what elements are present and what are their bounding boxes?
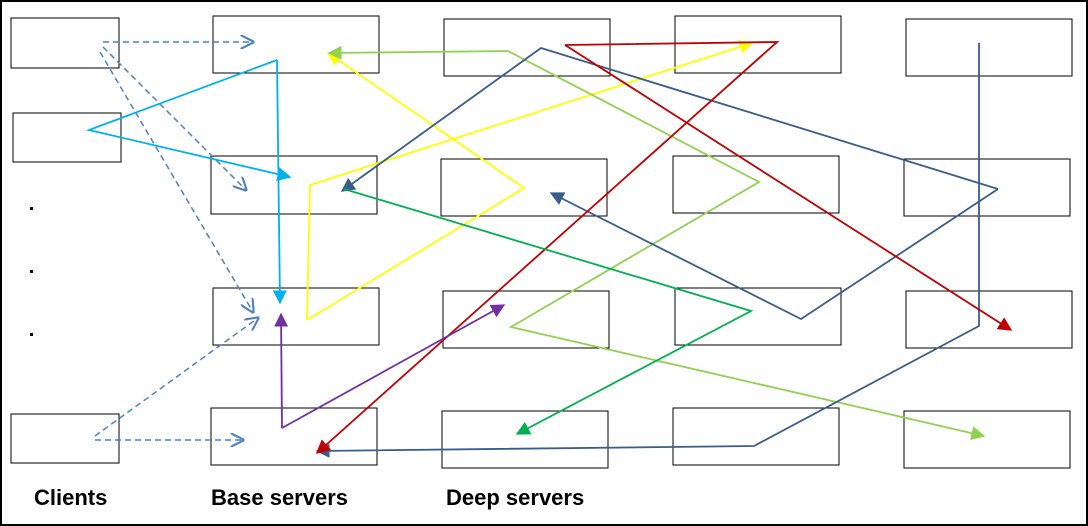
red-route-arrow: [315, 41, 780, 454]
deep-server-box-2-4: [672, 407, 840, 466]
cyan-branch-arrow: [272, 59, 287, 305]
client-3-to-base-3-arrow: [94, 318, 258, 437]
red-branch-arrow: [564, 44, 1013, 331]
clients-label: Clients: [34, 485, 108, 510]
base-servers-label: Base servers: [211, 485, 349, 510]
light-green-top-arrow: [327, 45, 509, 60]
green-route-arrow: [343, 188, 754, 435]
deep-server-box-1-4: [441, 410, 609, 469]
yellow-loop-arrow: [306, 52, 526, 321]
cyan-route-arrow: [85, 59, 292, 181]
purple-up-arrow: [274, 312, 289, 429]
client-1-to-base-2-arrow: [102, 46, 246, 190]
base-server-box-4: [210, 407, 378, 466]
deep-server-box-1-1: [443, 18, 611, 77]
client-request-arrows: [94, 42, 258, 440]
base-server-box-3: [212, 287, 380, 346]
yellow-route-arrow: [306, 40, 754, 321]
client-box-1: [10, 17, 120, 69]
deep-server-box-3-1: [905, 18, 1073, 77]
deep-server-box-2-1: [674, 15, 842, 74]
client-box-2: [12, 112, 122, 163]
base-server-box-1: [212, 15, 380, 74]
slate-bottom-arrow: [315, 43, 980, 458]
client-1-to-base-3-arrow: [99, 51, 253, 312]
slate-top-arrow: [340, 47, 999, 192]
deep-server-box-1-3: [442, 290, 610, 349]
deep-server-box-3-4: [903, 410, 1071, 469]
ellipsis-dot-2: [30, 270, 33, 273]
ellipsis-dot-1: [30, 207, 33, 210]
deep-server-box-3-3: [905, 290, 1073, 349]
purple-route-arrow: [281, 304, 506, 429]
light-green-route-arrow: [507, 50, 986, 440]
ellipsis-dot-3: [30, 333, 33, 336]
client-box-3: [10, 413, 120, 464]
slate-mid-arrow: [549, 188, 999, 321]
server-routing-arrows: [85, 40, 1013, 458]
deep-servers-label: Deep servers: [446, 485, 585, 510]
